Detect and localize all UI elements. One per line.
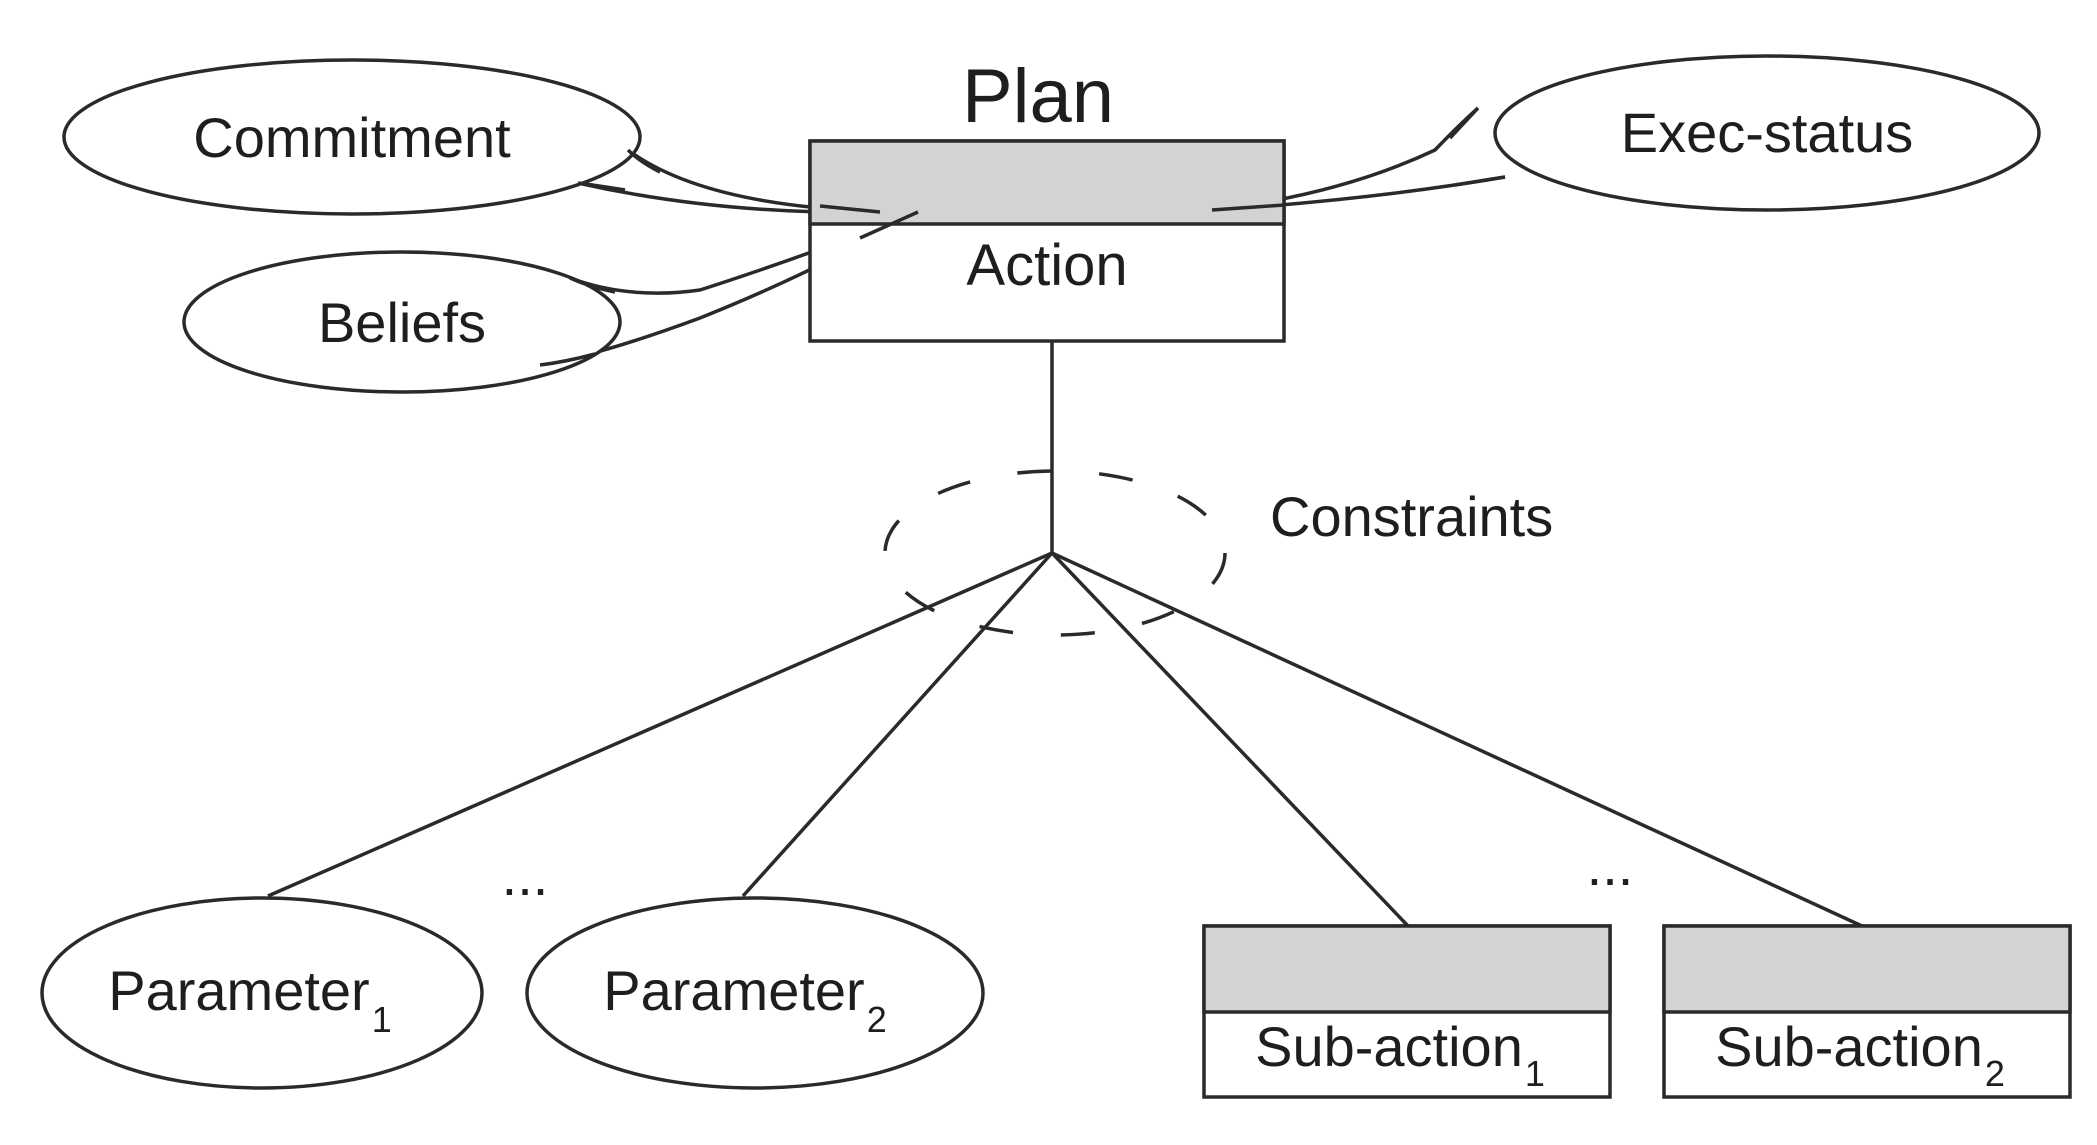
sub-action-1-label: Sub-action1	[1255, 1015, 1545, 1094]
branch-parameter-1	[267, 551, 1053, 898]
branch-sub-action-2	[1051, 551, 1863, 928]
exec-status-label: Exec-status	[1621, 101, 1914, 164]
sub-action-2-label: Sub-action2	[1715, 1015, 2005, 1094]
sub-action-2-header-band	[1662, 924, 2072, 1014]
beliefs-label: Beliefs	[318, 291, 486, 354]
constraints-group: Constraints	[883, 469, 1553, 637]
attribute-balloons: Commitment Beliefs Exec-status	[62, 54, 2041, 394]
beliefs-tip	[859, 210, 919, 240]
constraints-label: Constraints	[1270, 485, 1553, 548]
parameter-1-text: Parameter	[108, 959, 369, 1022]
parameter-2-index: 2	[867, 999, 887, 1040]
sub-action-1-index: 1	[1525, 1053, 1545, 1094]
commitment-tail-start	[626, 148, 661, 174]
parameter-2-text: Parameter	[603, 959, 864, 1022]
sub-action-2-index: 2	[1985, 1053, 2005, 1094]
branch-sub-action-1	[1050, 551, 1410, 928]
parameter-2-label: Parameter2	[603, 959, 886, 1040]
parameter-1: Parameter1	[40, 896, 484, 1090]
parameter-1-index: 1	[372, 999, 392, 1040]
sub-action-1-text: Sub-action	[1255, 1015, 1523, 1078]
action-label: Action	[966, 233, 1127, 298]
commitment-tail-start	[577, 181, 626, 192]
beliefs-tail-start	[539, 352, 596, 367]
constraints-ellipse	[883, 469, 1227, 637]
balloon-tail-starts	[539, 106, 1506, 367]
parameter-1-ellipse	[40, 896, 484, 1090]
exec-status-tip	[1211, 203, 1285, 212]
exec-status-tail-start	[1454, 175, 1506, 187]
sub-action-2-text: Sub-action	[1715, 1015, 1983, 1078]
action-header-band	[808, 139, 1286, 226]
commitment-label: Commitment	[193, 106, 511, 169]
commitment-connector	[626, 148, 881, 214]
sub-action-1-header-band	[1202, 924, 1612, 1014]
branch-parameter-2	[741, 551, 1054, 898]
parameters-ellipsis: ...	[502, 844, 549, 907]
plan-title: Plan	[962, 54, 1114, 139]
plan-node: Plan Action	[808, 54, 1286, 343]
sub-actions-ellipsis: ...	[1587, 834, 1634, 897]
beliefs-ellipse	[182, 250, 622, 394]
parameter-1-label: Parameter1	[108, 959, 391, 1040]
sub-action-2: Sub-action2	[1662, 924, 2072, 1099]
commitment-tip	[819, 204, 881, 214]
parameter-2: Parameter2	[525, 896, 985, 1090]
beliefs-tail-start	[569, 276, 616, 294]
exec-status-ellipse	[1493, 54, 2041, 212]
sub-action-1: Sub-action1	[1202, 924, 1612, 1099]
parameter-2-ellipse	[525, 896, 985, 1090]
commitment-ellipse	[62, 58, 642, 216]
exec-status-tail-start	[1448, 106, 1480, 140]
